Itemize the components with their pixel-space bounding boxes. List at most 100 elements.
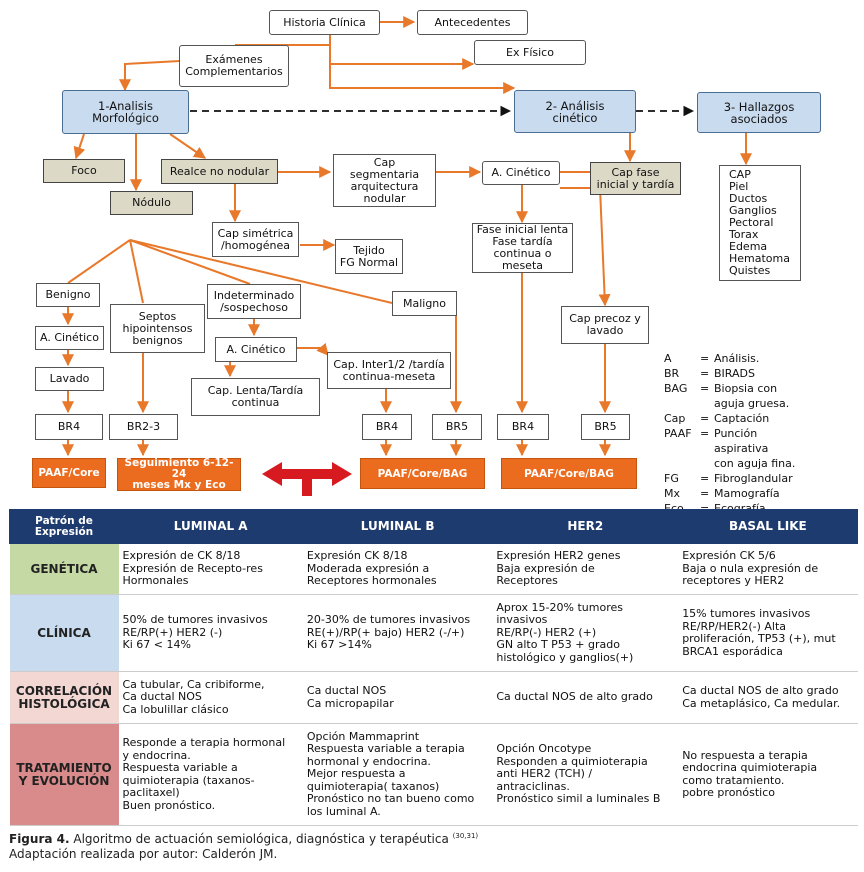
- legend-equals: =: [700, 487, 710, 500]
- analisis-morfologico-node: 1-Analisis Morfológico: [62, 90, 189, 134]
- table-row-clinica: CLÍNICA 50% de tumores invasivos RE/RP(+…: [9, 594, 858, 672]
- table-row-tratamiento: TRATAMIENTO Y EVOLUCIÓN Responde a terap…: [9, 723, 858, 826]
- table-cell: No respuesta a terapia endocrina quimiot…: [678, 723, 858, 826]
- legend-row: PAAF = Punción aspirativa con aguja fina.: [664, 426, 814, 471]
- table-row-genetica: GENÉTICA Expresión de CK 8/18 Expresión …: [9, 543, 858, 595]
- legend-equals: =: [700, 412, 710, 425]
- legend-equals: =: [700, 382, 710, 395]
- paaf-core-bag-node-2: PAAF/Core/BAG: [501, 458, 637, 489]
- analisis-cinetico-node: 2- Análisis cinético: [514, 90, 636, 133]
- caption-refs: (30,31): [452, 832, 479, 840]
- table-cell: Expresión CK 8/18 Moderada expresión a R…: [302, 543, 493, 595]
- legend-equals: =: [700, 427, 710, 440]
- cap-simetrica-node: Cap simétrica /homogénea: [212, 222, 299, 257]
- table-cell: Expresión CK 5/6 Baja o nula expresión d…: [678, 543, 858, 595]
- br4-node-b: BR4: [362, 414, 412, 440]
- big-double-arrow: [262, 462, 352, 496]
- br4-node-c: BR4: [497, 414, 549, 440]
- table-cell: 15% tumores invasivos RE/RP/HER2(-) Alta…: [678, 594, 858, 672]
- br5-node-a: BR5: [432, 414, 482, 440]
- realce-no-nodular-node: Realce no nodular: [161, 159, 278, 184]
- legend-key: FG: [664, 472, 679, 485]
- legend-value: BIRADS: [714, 367, 755, 380]
- table-cell: Responde a terapia hormonal y endocrina.…: [118, 723, 303, 826]
- foco-node: Foco: [43, 159, 125, 183]
- legend-key: A: [664, 352, 672, 365]
- legend-equals: =: [700, 502, 710, 515]
- hallazgos-asociados-node: 3- Hallazgos asociados: [697, 92, 821, 133]
- fase-inicial-lenta-node: Fase inicial lenta Fase tardía continua …: [472, 223, 573, 273]
- legend-key: BR: [664, 367, 680, 380]
- legend-equals: =: [700, 472, 710, 485]
- benigno-node: Benigno: [36, 283, 100, 307]
- legend-key: Mx: [664, 487, 681, 500]
- a-cinetico-left-node: A. Cinético: [35, 326, 104, 350]
- legend-key: Cap: [664, 412, 686, 425]
- maligno-node: Maligno: [392, 291, 457, 316]
- seguimiento-node: Seguimiento 6-12-24 meses Mx y Eco: [117, 458, 241, 491]
- cap-segmentaria-node: Cap segmentaria arquitectura nodular: [333, 154, 436, 207]
- table-cell: Ca ductal NOS Ca micropapilar: [302, 671, 493, 724]
- table-cell: Expresión de CK 8/18 Expresión de Recept…: [118, 543, 303, 595]
- legend-key: BAG: [664, 382, 688, 395]
- row-label-clinica: CLÍNICA: [9, 594, 119, 672]
- expression-pattern-table: Patrón de Expresión LUMINAL A LUMINAL B …: [9, 509, 859, 826]
- header-patron: Patrón de Expresión: [9, 509, 119, 544]
- table-cell: Opción Mammaprint Respuesta variable a t…: [302, 723, 493, 826]
- table-cell: 20-30% de tumores invasivos RE(+)/RP(+ b…: [302, 594, 493, 672]
- tejido-fg-normal-node: Tejido FG Normal: [335, 239, 403, 274]
- table-header-row: Patrón de Expresión LUMINAL A LUMINAL B …: [9, 509, 859, 544]
- table-cell: Ca ductal NOS de alto grado: [492, 671, 679, 724]
- header-luminal-b: LUMINAL B: [302, 509, 493, 544]
- caption-adaptation: Adaptación realizada por autor: Calderón…: [9, 847, 278, 861]
- table-cell: 50% de tumores invasivos RE/RP(+) HER2 (…: [118, 594, 303, 672]
- row-label-genetica: GENÉTICA: [9, 543, 119, 595]
- legend-value: Biopsia con aguja gruesa.: [714, 382, 790, 410]
- a-cinetico-mid-node: A. Cinético: [215, 337, 297, 362]
- cap-fase-inicial-tardia-node: Cap fase inicial y tardía: [590, 162, 681, 195]
- paaf-core-bag-node-1: PAAF/Core/BAG: [360, 458, 485, 489]
- abbreviations-legend: A = Análisis. BR = BIRADS BAG = Biopsia con aguj…: [664, 351, 814, 516]
- table-cell: Opción Oncotype Responden a quimioterapi…: [492, 723, 679, 826]
- br5-node-b: BR5: [581, 414, 630, 440]
- legend-row: Cap = Captación: [664, 411, 814, 426]
- table-cell: Expresión HER2 genes Baja expresión de R…: [492, 543, 679, 595]
- legend-equals: =: [700, 352, 710, 365]
- legend-value: Análisis.: [714, 352, 760, 365]
- legend-row: BR = BIRADS: [664, 366, 814, 381]
- header-her2: HER2: [491, 509, 679, 544]
- indeterminado-sospechoso-node: Indeterminado /sospechoso: [207, 284, 301, 319]
- legend-row: BAG = Biopsia con aguja gruesa.: [664, 381, 814, 411]
- paaf-core-node: PAAF/Core: [32, 458, 106, 488]
- hallazgos-list-node: CAP Piel Ductos Ganglios Pectoral Torax …: [719, 165, 801, 281]
- nodulo-node: Nódulo: [110, 191, 193, 215]
- legend-row: A = Análisis.: [664, 351, 814, 366]
- caption-label: Figura 4.: [9, 832, 70, 846]
- antecedentes-node: Antecedentes: [417, 10, 528, 35]
- header-luminal-a: LUMINAL A: [117, 509, 304, 544]
- cap-precoz-lavado-node: Cap precoz y lavado: [561, 306, 649, 344]
- legend-equals: =: [700, 367, 710, 380]
- br2-3-node: BR2-3: [109, 414, 178, 440]
- legend-key: PAAF: [664, 427, 692, 440]
- legend-value: Punción aspirativa con aguja fina.: [714, 427, 796, 470]
- table-cell: Ca tubular, Ca cribiforme, Ca ductal NOS…: [118, 671, 303, 724]
- cap-inter-node: Cap. Inter1/2 /tardía continua-meseta: [327, 352, 451, 389]
- historia-clinica-node: Historia Clínica: [269, 10, 380, 35]
- br4-node-a: BR4: [35, 414, 103, 440]
- table-row-histologica: CORRELACIÓN HISTOLÓGICA Ca tubular, Ca c…: [9, 671, 858, 724]
- septos-hipointensos-node: Septos hipointensos benignos: [110, 304, 205, 353]
- figure-caption: Figura 4. Algoritmo de actuación semioló…: [9, 829, 478, 862]
- a-cinetico-top-node: A. Cinético: [482, 161, 560, 185]
- row-label-tratamiento: TRATAMIENTO Y EVOLUCIÓN: [9, 723, 119, 826]
- cap-lenta-tardia-node: Cap. Lenta/Tardía continua: [191, 378, 320, 416]
- ex-fisico-node: Ex Físico: [474, 40, 586, 65]
- table-cell: Ca ductal NOS de alto grado Ca metaplási…: [678, 671, 858, 724]
- caption-text: Algoritmo de actuación semiológica, diag…: [69, 832, 453, 846]
- legend-value: Fibroglandular: [714, 472, 793, 485]
- legend-value: Captación: [714, 412, 770, 425]
- legend-value: Mamografía: [714, 487, 780, 500]
- table-cell: Aprox 15-20% tumores invasivos RE/RP(-) …: [492, 594, 679, 672]
- header-basal-like: BASAL LIKE: [677, 509, 859, 544]
- legend-row: FG = Fibroglandular: [664, 471, 814, 486]
